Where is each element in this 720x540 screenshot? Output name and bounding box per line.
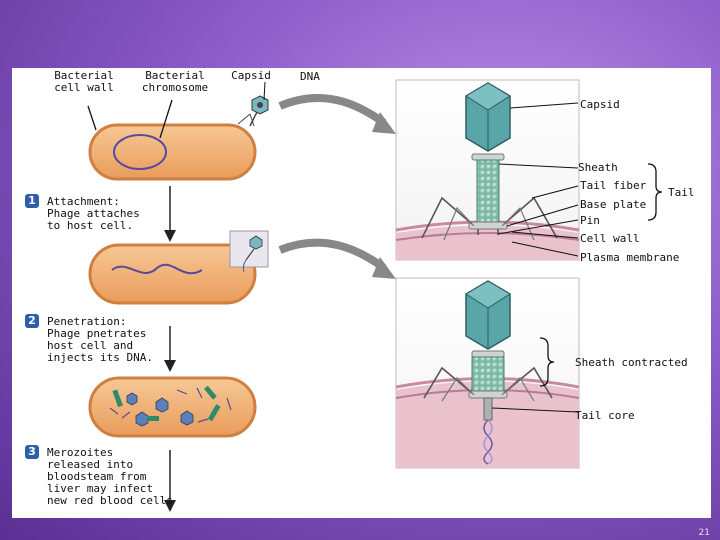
label-dna: DNA	[300, 70, 320, 83]
bacterial-cell-1	[88, 123, 257, 181]
bacterial-cell-2	[88, 243, 257, 305]
label-cell-wall: Cell wall	[580, 232, 640, 245]
step-1-badge: 1	[25, 194, 39, 208]
label-capsid-right: Capsid	[580, 98, 620, 111]
step-2-badge: 2	[25, 314, 39, 328]
phage-detail-panel-2	[395, 277, 580, 469]
label-sheath-contracted: Sheath contracted	[575, 356, 688, 369]
step-3-badge: 3	[25, 445, 39, 459]
label-sheath: Sheath	[578, 161, 618, 174]
label-tail-core: Tail core	[575, 409, 635, 422]
step-3-text: Merozoites released into bloodsteam from…	[47, 446, 173, 507]
label-tail: Tail	[668, 186, 695, 199]
phage-attached-icon	[237, 95, 269, 127]
step-1-text: Attachment: Phage attaches to host cell.	[47, 195, 140, 232]
label-pin: Pin	[580, 214, 600, 227]
page-number: 21	[698, 528, 710, 538]
diagram-graphics	[87, 79, 663, 512]
bacterial-cell-3	[88, 376, 257, 438]
label-tail-fiber: Tail fiber	[580, 179, 647, 192]
label-plasma-membrane: Plasma membrane	[580, 251, 680, 264]
label-bacterial-chromosome: Bacterial chromosome	[141, 69, 209, 94]
label-capsid-top: Capsid	[231, 69, 271, 82]
phage-detail-panel-1	[395, 79, 580, 261]
slide-canvas: Bacterial cell wall Bacterial chromosome…	[12, 68, 711, 518]
label-base-plate: Base plate	[580, 198, 647, 211]
phage-injecting-icon	[229, 230, 269, 273]
label-bacterial-cell-wall: Bacterial cell wall	[54, 69, 114, 94]
step-2-text: Penetration: Phage pnetrates host cell a…	[47, 315, 153, 364]
